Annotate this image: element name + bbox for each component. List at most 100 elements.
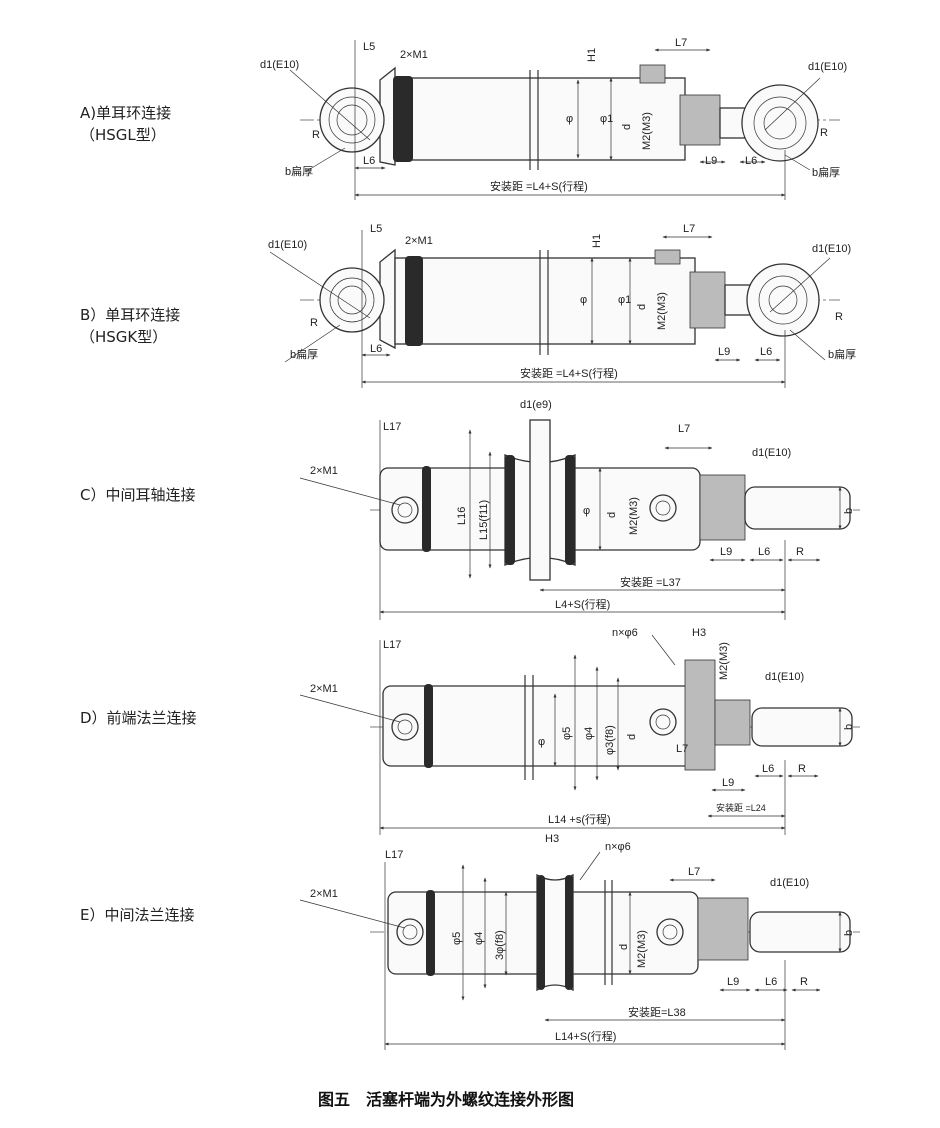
label-mounting-distance: 安装距=L38: [628, 1005, 686, 1019]
label-b: b: [843, 724, 855, 730]
label-d1-left: d1(E10): [268, 239, 307, 251]
label-l6-left: L6: [363, 155, 375, 167]
label-2xm1: 2×M1: [310, 465, 338, 477]
label-r: R: [798, 763, 806, 775]
label-h3: H3: [545, 833, 559, 845]
label-2xm1: 2×M1: [405, 235, 433, 247]
label-d: d: [636, 304, 648, 310]
label-phi: φ: [580, 294, 587, 306]
label-phi5: φ5: [561, 727, 573, 740]
label-m2m3: M2(M3): [641, 112, 653, 150]
figure-e-middle-flange: E）中间法兰连接 L17 2×M1 H3 n×φ6 L7 d1(E10) φ5 …: [80, 833, 860, 1050]
label-phi1: φ1: [618, 294, 631, 306]
label-d1-e10: d1(E10): [770, 877, 809, 889]
label-d1-right: d1(E10): [812, 243, 851, 255]
label-n-phi6: n×φ6: [612, 627, 638, 639]
label-m2m3: M2(M3): [636, 930, 648, 968]
label-phi: φ: [583, 505, 590, 517]
label-l7: L7: [678, 423, 690, 435]
label-phi: φ: [566, 113, 573, 125]
label-r-left: R: [310, 317, 318, 329]
label-l17: L17: [383, 639, 401, 651]
figure-a-subtitle: （HSGL型）: [80, 126, 166, 144]
label-l6: L6: [762, 763, 774, 775]
label-l5: L5: [363, 41, 375, 53]
label-2xm1: 2×M1: [400, 49, 428, 61]
label-phi5: φ5: [451, 932, 463, 945]
figure-d-front-flange: D）前端法兰连接 L17 2×M1 n×φ6 H3 M2(M3) d1(E10)…: [80, 627, 860, 835]
label-l9: L9: [722, 777, 734, 789]
label-l9: L9: [727, 976, 739, 988]
label-l7: L7: [683, 223, 695, 235]
label-2xm1: 2×M1: [310, 683, 338, 695]
label-d: d: [626, 734, 638, 740]
label-phi4: φ4: [583, 727, 595, 740]
label-phi4: φ4: [473, 932, 485, 945]
label-total-length: L4+S(行程): [555, 598, 610, 611]
label-l6-right: L6: [760, 346, 772, 358]
figure-a-single-ear-hsgl: A)单耳环连接 （HSGL型） d1(E10) L5 2×M1 H1 L7 d1…: [80, 37, 847, 200]
label-d1-e10: d1(E10): [765, 671, 804, 683]
label-l15-f11: L15(f11): [478, 500, 490, 540]
label-d: d: [621, 124, 633, 130]
label-mounting-distance: 安装距 =L4+S(行程): [490, 179, 588, 193]
figure-c-middle-trunnion: C）中间耳轴连接 d1(e9) L17 2×M1 L16 L15(f11) φ …: [80, 399, 860, 620]
label-total-length: L14 +s(行程): [548, 813, 611, 826]
label-phi3-f8: φ3(f8): [604, 725, 616, 755]
label-n-phi6: n×φ6: [605, 841, 631, 853]
label-d1-right: d1(E10): [808, 61, 847, 73]
label-b-left: b扁厚: [285, 165, 313, 178]
label-phi1: φ1: [600, 113, 613, 125]
label-b: b: [843, 930, 855, 936]
label-b-right: b扁厚: [828, 348, 856, 361]
label-l5: L5: [370, 223, 382, 235]
figure-c-title: C）中间耳轴连接: [80, 486, 195, 504]
label-m2m3: M2(M3): [628, 497, 640, 535]
figure-caption: 图五 活塞杆端为外螺纹连接外形图: [318, 1090, 574, 1109]
label-l6-left: L6: [370, 343, 382, 355]
label-h3: H3: [692, 627, 706, 639]
label-l16: L16: [456, 507, 468, 525]
label-2xm1: 2×M1: [310, 888, 338, 900]
label-l7: L7: [676, 743, 688, 755]
figure-b-single-ear-hsgk: B）单耳环连接 （HSGK型） d1(E10) L5 2×M1 H1 L7 d1…: [80, 223, 856, 388]
label-b: b: [843, 508, 855, 514]
label-phi3-f8: 3φ(f8): [494, 930, 506, 960]
label-d1-left: d1(E10): [260, 59, 299, 71]
label-total-length: L14+S(行程): [555, 1030, 616, 1043]
label-phi: φ: [538, 736, 545, 748]
label-r: R: [800, 976, 808, 988]
label-l7: L7: [688, 866, 700, 878]
label-l17: L17: [385, 849, 403, 861]
label-r-right: R: [835, 311, 843, 323]
label-l6-right: L6: [745, 155, 757, 167]
label-h1: H1: [591, 234, 603, 248]
figure-a-title: A)单耳环连接: [80, 104, 171, 122]
label-d: d: [618, 944, 630, 950]
label-m2m3: M2(M3): [718, 642, 730, 680]
label-h1: H1: [586, 48, 598, 62]
label-l9: L9: [720, 546, 732, 558]
label-r-right: R: [820, 127, 828, 139]
figure-e-title: E）中间法兰连接: [80, 906, 194, 924]
label-l9: L9: [705, 155, 717, 167]
label-mounting-distance: 安装距 =L24: [716, 802, 766, 813]
label-r-left: R: [312, 129, 320, 141]
label-l6: L6: [765, 976, 777, 988]
figure-d-title: D）前端法兰连接: [80, 709, 197, 727]
label-b-right: b扁厚: [812, 166, 840, 179]
label-mounting-distance: 安装距 =L37: [620, 575, 681, 589]
label-b-left: b扁厚: [290, 348, 318, 361]
label-l7: L7: [675, 37, 687, 49]
label-m2m3: M2(M3): [656, 292, 668, 330]
label-d1-e9: d1(e9): [520, 399, 552, 411]
figure-b-title: B）单耳环连接: [80, 306, 180, 324]
label-r: R: [796, 546, 804, 558]
label-l6: L6: [758, 546, 770, 558]
label-d: d: [606, 512, 618, 518]
label-l9: L9: [718, 346, 730, 358]
label-l17: L17: [383, 421, 401, 433]
label-mounting-distance: 安装距 =L4+S(行程): [520, 366, 618, 380]
label-d1-e10: d1(E10): [752, 447, 791, 459]
